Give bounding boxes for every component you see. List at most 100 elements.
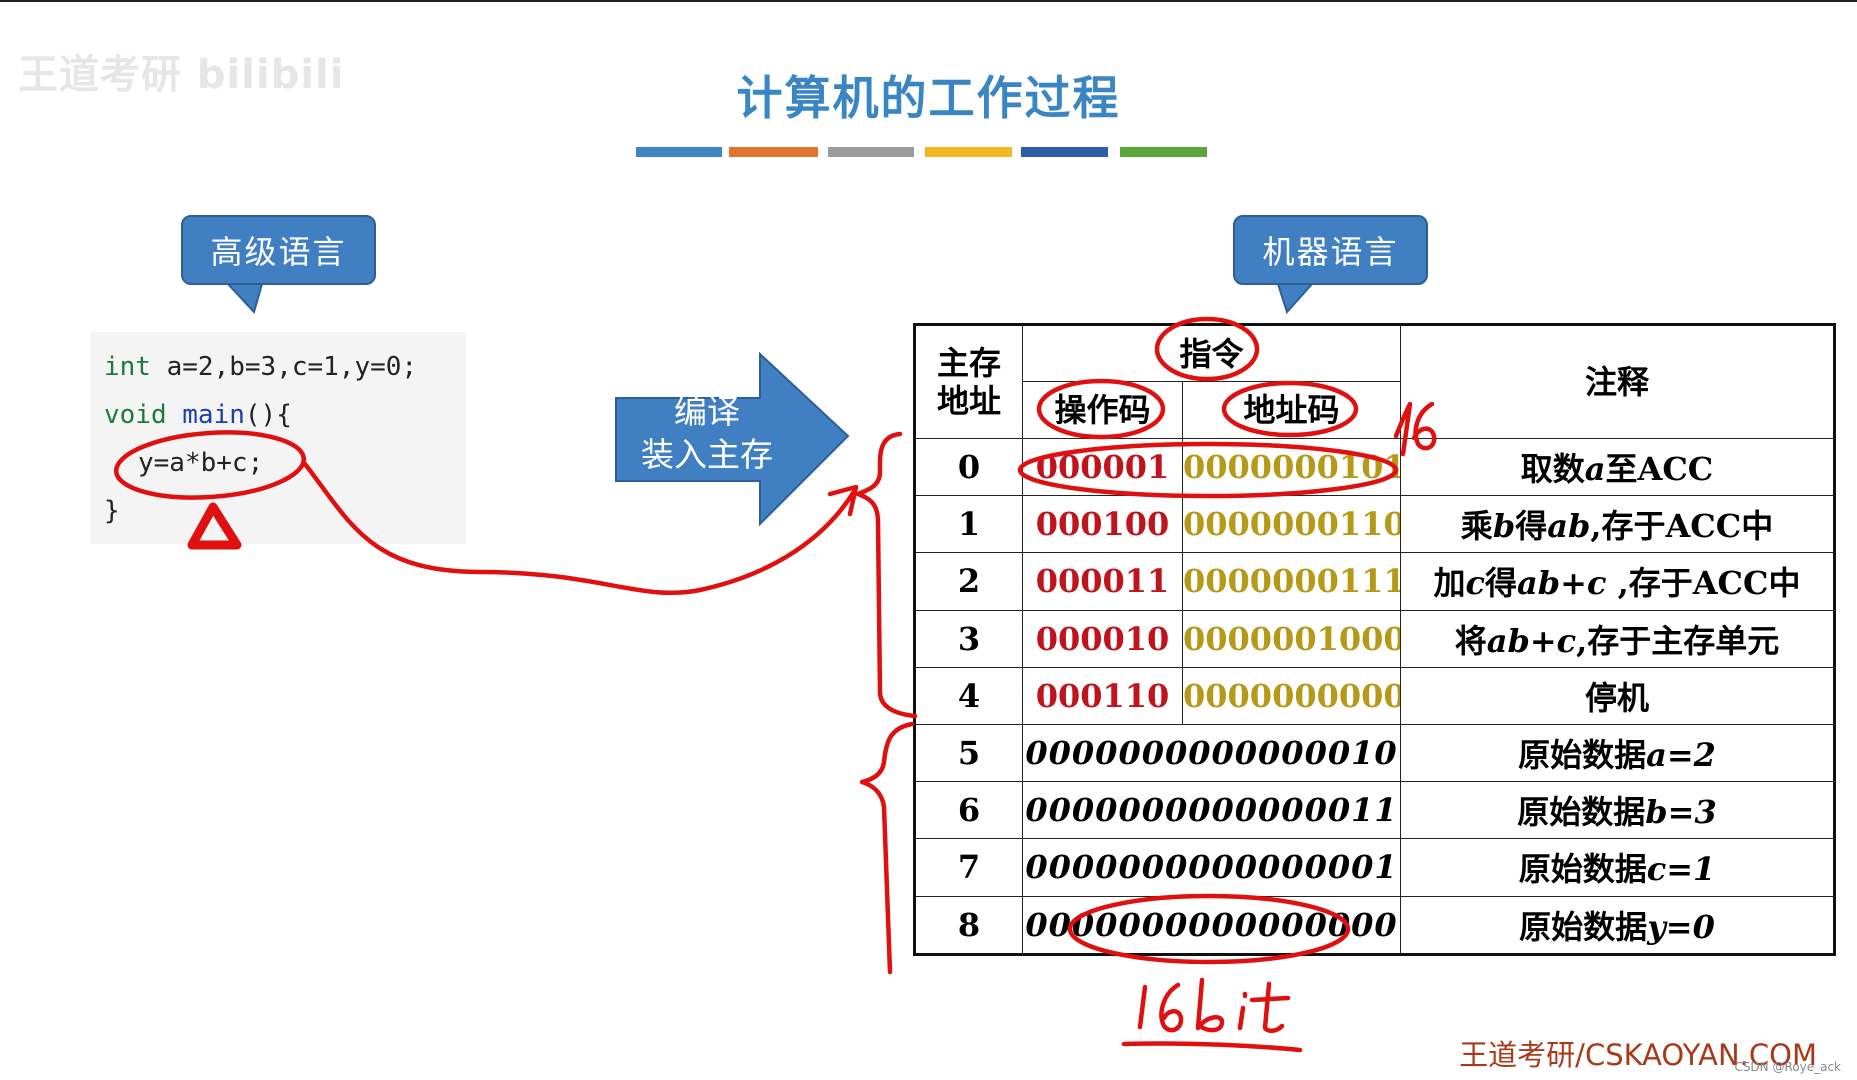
ink-brace-instructions [855,431,918,719]
comment-text: 乘 [1460,507,1493,546]
row-comment: 原始数据c=1 [1400,838,1836,897]
code-statement: y=a*b+c; [138,448,264,478]
code-keyword-void: void [104,400,167,430]
row-address: 6 [914,781,1023,840]
row-addrcode: 0000000111 [1181,552,1402,611]
callout-machine-label: 机器语言 [1262,233,1399,271]
ink-16bit-t [1249,981,1291,1033]
row-address: 7 [914,838,1023,897]
table-row: 7 0000000000000001 原始数据c=1 [914,838,1836,897]
color-bar-5 [1021,147,1108,157]
watermark-logo: 王道考研 bilibili [18,52,345,98]
compile-label-line2: 装入主存 [641,435,773,474]
code-block: int a=2,b=3,c=1,y=0; void main(){ y=a*b+… [90,332,466,544]
table-row: 8 0000000000000000 原始数据y=0 [914,895,1836,955]
color-bar-4 [925,147,1012,157]
code-function-name: main [166,400,245,430]
comment-var: ab [1547,507,1591,546]
comment-text: ,存于主存单元 [1576,621,1780,660]
comment-text: 至ACC [1605,450,1714,489]
callout-high-level-label: 高级语言 [210,233,347,271]
code-line-2: void main(){ [104,398,466,446]
comment-text: 加 [1433,564,1466,603]
header-instruction: 指令 [1021,324,1402,382]
comment-var: a [1584,450,1606,489]
comment-var: a=2 [1646,736,1716,775]
header-opcode: 操作码 [1022,381,1183,439]
comment-text: 原始数据 [1519,907,1648,946]
comment-text: 得 [1515,507,1548,546]
comment-text: 得 [1485,564,1518,603]
comment-text: ,存于ACC中 [1590,507,1774,546]
color-bar-6 [1120,147,1207,157]
comment-text: ,存于ACC中 [1606,564,1801,603]
row-data-value: 0000000000000000 [1021,895,1402,955]
code-closing-brace: } [104,496,120,526]
code-line-3: y=a*b+c; [104,446,466,494]
row-addrcode: 0000000110 [1181,495,1402,554]
comment-var: b=3 [1645,793,1717,832]
ink-16bit-b [1195,977,1225,1033]
row-opcode: 000010 [1022,609,1183,668]
comment-var: b [1492,507,1516,546]
color-bar-2 [729,147,818,157]
row-opcode: 000100 [1022,495,1183,554]
comment-text: 将 [1454,621,1487,660]
row-comment: 原始数据a=2 [1400,723,1836,783]
header-comment: 注释 [1400,324,1836,439]
comment-text: 原始数据 [1518,736,1647,775]
compile-arrow-label: 编译 装入主存 [612,390,802,476]
row-comment: 原始数据b=3 [1400,781,1836,840]
row-address: 3 [914,609,1023,668]
row-comment: 乘b得ab,存于ACC中 [1400,495,1836,554]
row-address: 5 [914,723,1023,783]
ink-16bit-six [1159,982,1184,1033]
row-data-value: 0000000000000010 [1021,723,1402,783]
row-address: 8 [914,895,1023,955]
memory-table: 主存 地址 指令 注释 操作码 地址码 0 000001 0000000101 … [913,323,1837,956]
table-row: 1 000100 0000000110 乘b得ab,存于ACC中 [914,495,1836,554]
row-comment: 加c得ab+c ,存于ACC中 [1400,552,1836,611]
row-address: 0 [914,437,1023,497]
ink-brace-data [859,721,915,975]
row-addrcode: 0000001000 [1181,609,1402,668]
header-address: 主存 地址 [914,324,1023,439]
comment-var: c=1 [1646,850,1716,889]
header-address-label: 主存 地址 [936,344,1001,420]
compile-label-line1: 编译 [674,392,740,431]
ink-16bit-one [1137,984,1148,1030]
comment-var: c [1465,564,1486,603]
ink-arrow-head [827,484,859,517]
table-row: 0 000001 0000000101 取数a至ACC [914,437,1836,497]
table-header-row-1: 主存 地址 指令 注释 [914,324,1836,439]
code-function-paren: (){ [244,400,292,430]
callout-high-level-language: 高级语言 [181,215,376,285]
row-comment: 停机 [1400,666,1836,725]
footer-brand: 王道考研/CSKAOYAN.COM [1459,1038,1817,1072]
comment-text: 取数 [1520,450,1585,489]
footer-credit: CSDN @Roye_ack [1734,1060,1841,1074]
header-addrcode: 地址码 [1181,381,1402,439]
row-comment: 将ab+c,存于主存单元 [1400,609,1836,668]
color-bar-3 [828,147,914,157]
row-address: 1 [914,495,1023,554]
row-comment: 取数a至ACC [1400,437,1836,497]
color-bar-1 [636,147,722,157]
callout-machine-language: 机器语言 [1233,215,1428,285]
row-opcode: 000110 [1022,666,1183,725]
row-addrcode: 0000000000 [1181,666,1402,725]
table-row: 5 0000000000000010 原始数据a=2 [914,723,1836,783]
row-address: 2 [914,552,1023,611]
row-comment: 原始数据y=0 [1400,895,1836,955]
code-line-4: } [104,494,466,542]
comment-var: ab+c [1486,621,1577,660]
code-keyword-int: int [104,352,151,382]
table-row: 2 000011 0000000111 加c得ab+c ,存于ACC中 [914,552,1836,611]
row-addrcode: 0000000101 [1181,437,1402,497]
table-row: 6 0000000000000011 原始数据b=3 [914,781,1836,840]
row-opcode: 000001 [1022,437,1183,497]
comment-var: ab+c [1517,564,1607,603]
row-data-value: 0000000000000011 [1021,781,1402,840]
table-row: 3 000010 0000001000 将ab+c,存于主存单元 [914,609,1836,668]
